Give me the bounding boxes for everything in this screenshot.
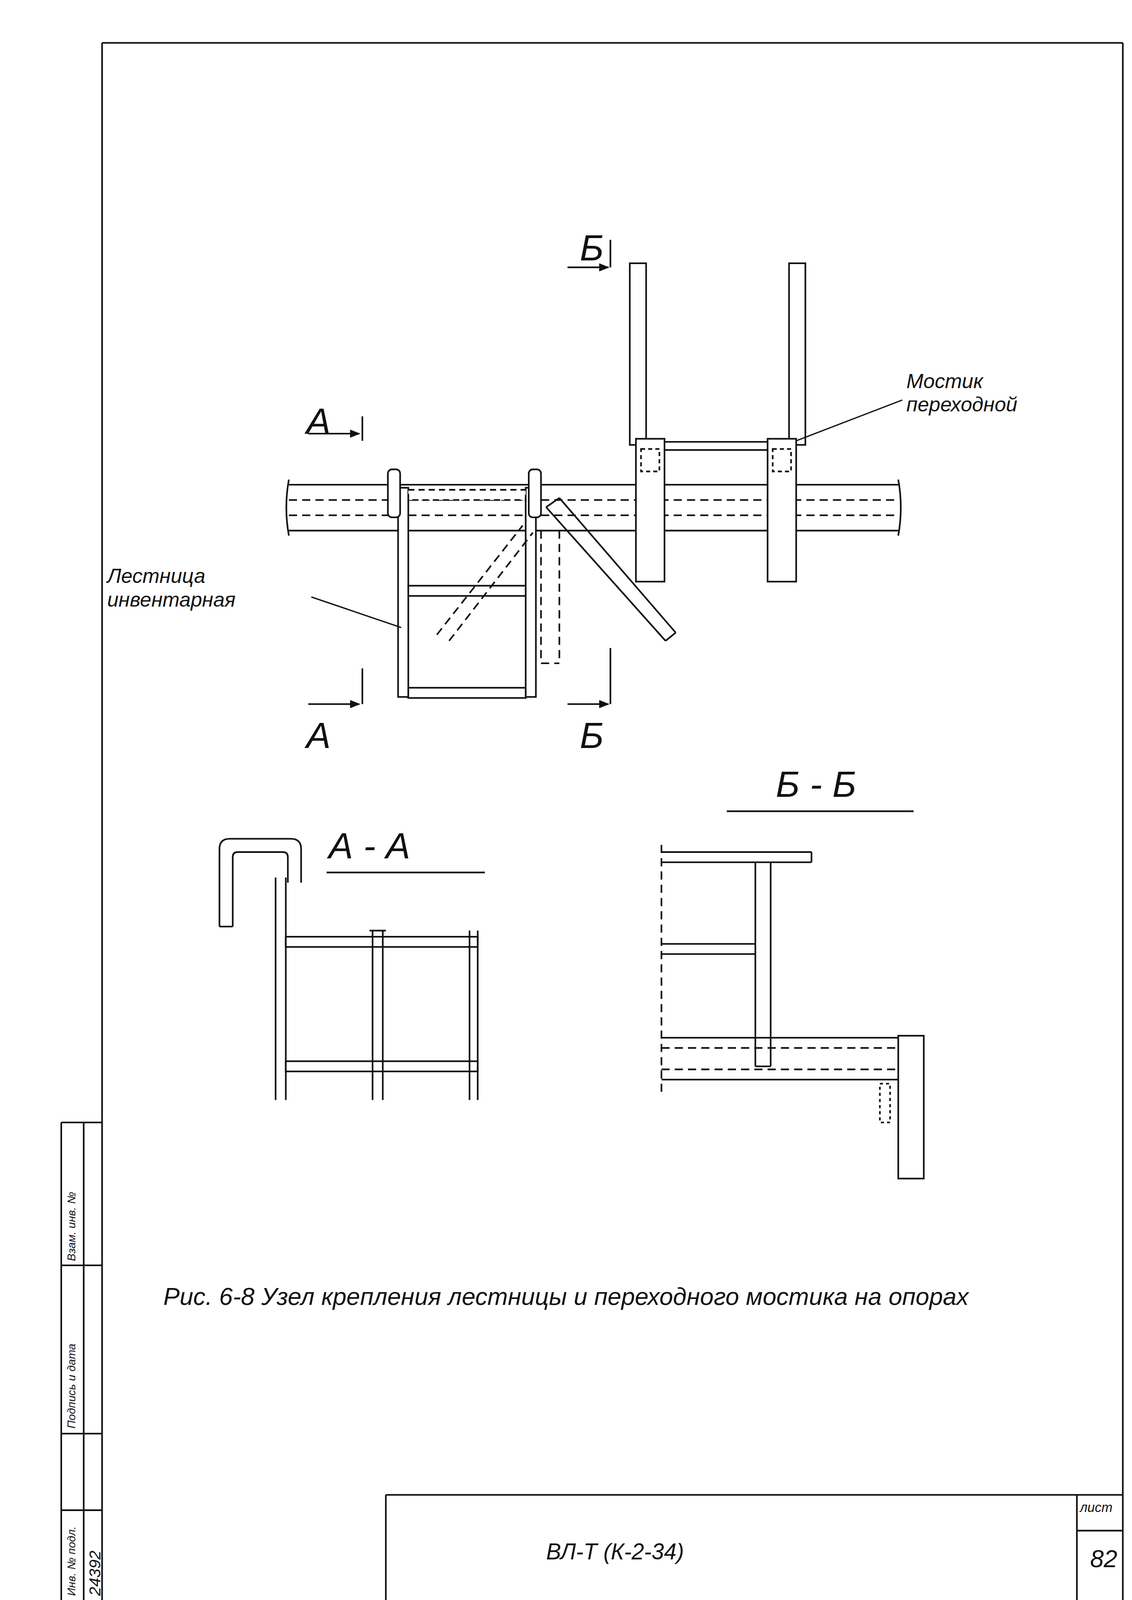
- drawing-line: [408, 688, 526, 699]
- figure-caption: Рис. 6-8 Узел крепления лестницы и перех…: [163, 1281, 1062, 1314]
- drawing-line: [275, 877, 286, 1101]
- drawing-line: [386, 1495, 1123, 1600]
- inventory-number: 24392: [85, 1550, 105, 1597]
- drawing-line: [641, 448, 660, 472]
- drawing-line: [326, 811, 914, 873]
- sheet-label: лист: [1079, 1500, 1113, 1516]
- section-marks: [308, 239, 914, 873]
- section-b-b: [661, 845, 924, 1179]
- transition-bridge: [629, 263, 806, 582]
- drawing-line: [772, 448, 792, 472]
- drawing-line: [755, 862, 771, 1067]
- drawing-line: [636, 438, 665, 582]
- drawing-line: [767, 438, 797, 582]
- drawing-line: [102, 42, 1123, 1600]
- drawing-line: [387, 469, 401, 518]
- section-title: Б - Б: [775, 763, 856, 806]
- drawing-line: [664, 442, 768, 451]
- drawing-line: [796, 400, 903, 441]
- drawing-line: [437, 525, 533, 642]
- drawing-line: [311, 597, 402, 628]
- drawing-line: [285, 1061, 478, 1072]
- drawing-line: [369, 930, 478, 1101]
- drawing-line: [660, 845, 663, 1098]
- support-beam: [286, 479, 902, 537]
- stamp-field: Инв. № подл.: [65, 1526, 79, 1597]
- section-letter: А: [306, 400, 331, 443]
- drawing-line: [661, 1048, 899, 1070]
- drawing-line: [219, 839, 302, 927]
- drawing-line: [288, 500, 899, 516]
- section-a-a: [219, 839, 478, 1101]
- inventory-ladder: [387, 469, 676, 699]
- section-letter: Б: [579, 226, 604, 270]
- drawing-line: [661, 944, 756, 955]
- drawing-line: [397, 487, 408, 698]
- drawing-line: [286, 479, 902, 537]
- section-letter: Б: [579, 714, 604, 757]
- section-letter: А: [306, 714, 331, 757]
- drawing-line: [541, 530, 560, 664]
- stamp-field: Подпись и дата: [65, 1344, 79, 1430]
- drawing-line: [879, 1084, 890, 1123]
- sheet-frame: [61, 42, 1123, 1600]
- leader-lines: [311, 400, 903, 628]
- sheet-number: 82: [1090, 1545, 1118, 1574]
- drawing-line: [898, 1036, 924, 1179]
- drawing-line: [61, 1122, 102, 1600]
- drawing-line: [525, 487, 536, 698]
- drawing-line: [285, 937, 478, 948]
- drawing-line: [661, 852, 812, 863]
- part-label: Лестница инвентарная: [107, 564, 312, 612]
- document-code: ВЛ-Т (К-2-34): [546, 1539, 684, 1566]
- part-label: Мостик переходной: [906, 369, 1060, 417]
- drawing-line: [567, 703, 609, 706]
- drawing-line: [362, 239, 611, 705]
- stamp-field: Взам. инв. №: [65, 1192, 79, 1262]
- drawing-line: [408, 490, 526, 501]
- drawing-line: [788, 263, 806, 445]
- section-title: А - А: [328, 824, 411, 868]
- drawing-line: [308, 703, 360, 706]
- drawing-line: [629, 263, 647, 445]
- drawing-line: [528, 469, 542, 518]
- drawing-line: [408, 585, 526, 596]
- drawing-line: [661, 1038, 899, 1080]
